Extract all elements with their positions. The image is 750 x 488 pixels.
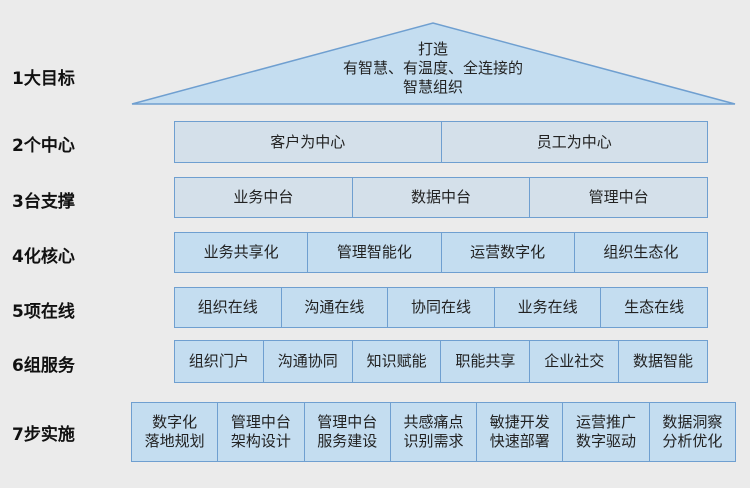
- item-line: 落地规划: [144, 432, 205, 450]
- level-4-item: 运营数字化: [441, 233, 575, 272]
- level-7-item: 管理中台架构设计: [218, 403, 305, 461]
- level-7-item: 数字化落地规划: [132, 403, 219, 461]
- goal-text: 打造 有智慧、有温度、全连接的 智慧组织: [300, 40, 566, 97]
- goal-line: 打造: [417, 40, 448, 58]
- level-7-item: 共感痛点识别需求: [390, 403, 478, 461]
- platforms-row: 业务中台数据中台管理中台: [174, 177, 708, 218]
- item-line: 快速部署: [489, 432, 550, 450]
- level-5-item: 组织在线: [175, 288, 282, 327]
- level-6-item: 组织门户: [175, 341, 264, 382]
- item-line: 服务建设: [317, 432, 378, 450]
- level-2-item: 客户为中心: [175, 122, 442, 162]
- level-6-item: 沟通协同: [263, 341, 353, 382]
- level-label-7: 7步实施: [12, 425, 75, 445]
- level-label-6: 6组服务: [12, 356, 75, 376]
- item-line: 管理中台: [317, 413, 378, 431]
- level-5-item: 沟通在线: [281, 288, 389, 327]
- centers-row: 客户为中心员工为中心: [174, 121, 708, 163]
- level-4-item: 管理智能化: [308, 233, 442, 272]
- level-2-item: 员工为中心: [441, 122, 707, 162]
- item-line: 运营推广: [576, 413, 637, 431]
- goal-line: 智慧组织: [402, 78, 463, 96]
- level-6-item: 职能共享: [441, 341, 531, 382]
- level-5-item: 业务在线: [494, 288, 602, 327]
- level-7-item: 数据洞察分析优化: [649, 403, 735, 461]
- level-label-4: 4化核心: [12, 247, 75, 267]
- item-line: 数字驱动: [576, 432, 637, 450]
- level-7-item: 运营推广数字驱动: [563, 403, 650, 461]
- item-line: 管理中台: [230, 413, 291, 431]
- level-label-2: 2个中心: [12, 136, 75, 156]
- level-6-item: 数据智能: [619, 341, 707, 382]
- goal-line: 有智慧、有温度、全连接的: [342, 59, 523, 77]
- level-7-item: 管理中台服务建设: [304, 403, 391, 461]
- core-row: 业务共享化管理智能化运营数字化组织生态化: [174, 232, 708, 273]
- item-line: 敏捷开发: [489, 413, 550, 431]
- item-line: 数字化: [152, 413, 198, 431]
- item-line: 架构设计: [230, 432, 291, 450]
- level-3-item: 业务中台: [175, 178, 353, 217]
- level-label-3: 3台支撑: [12, 192, 75, 212]
- level-3-item: 管理中台: [530, 178, 708, 217]
- level-5-item: 协同在线: [388, 288, 495, 327]
- item-line: 分析优化: [662, 432, 723, 450]
- level-label-1: 1大目标: [12, 69, 75, 89]
- item-line: 识别需求: [403, 432, 464, 450]
- steps-row: 数字化落地规划管理中台架构设计管理中台服务建设共感痛点识别需求敏捷开发快速部署运…: [131, 402, 736, 462]
- level-6-item: 知识赋能: [352, 341, 442, 382]
- level-4-item: 业务共享化: [175, 233, 309, 272]
- level-5-item: 生态在线: [601, 288, 707, 327]
- level-6-item: 企业社交: [530, 341, 620, 382]
- goal-roof: [131, 22, 736, 105]
- level-3-item: 数据中台: [352, 178, 531, 217]
- level-label-5: 5项在线: [12, 302, 75, 322]
- item-line: 数据洞察: [662, 413, 723, 431]
- level-4-item: 组织生态化: [574, 233, 707, 272]
- level-7-item: 敏捷开发快速部署: [477, 403, 564, 461]
- item-line: 共感痛点: [403, 413, 464, 431]
- services-row: 组织门户沟通协同知识赋能职能共享企业社交数据智能: [174, 340, 708, 383]
- online-row: 组织在线沟通在线协同在线业务在线生态在线: [174, 287, 708, 328]
